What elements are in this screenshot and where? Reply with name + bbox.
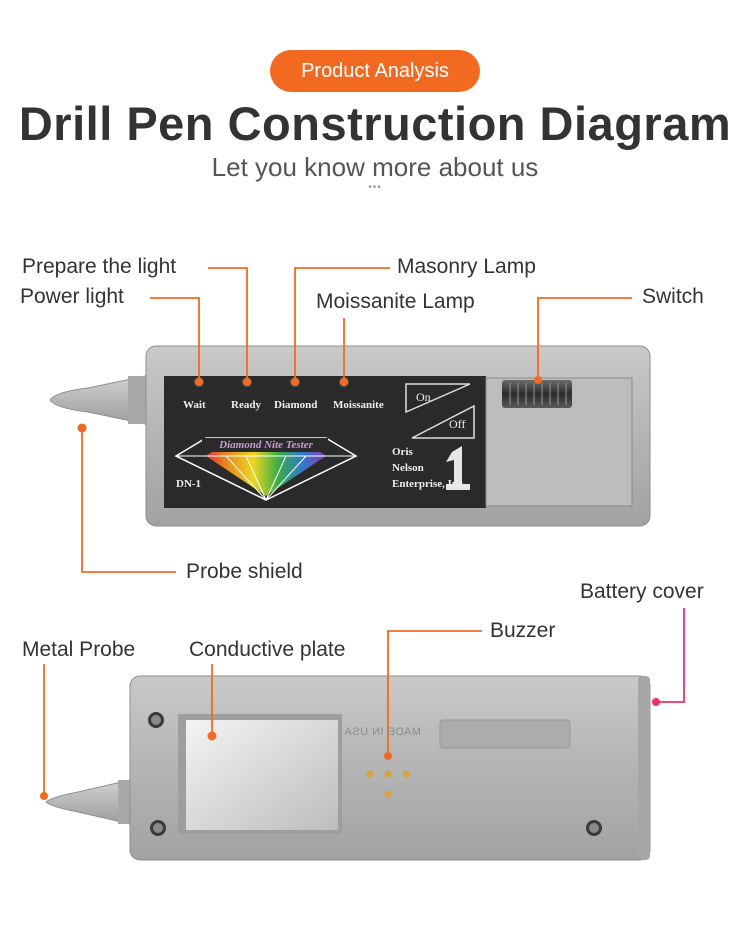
label-prepare-light: Prepare the light xyxy=(22,255,177,278)
line-power-light xyxy=(150,297,200,378)
maker-line-1: Oris xyxy=(392,446,413,458)
callout-dots xyxy=(40,376,542,800)
on-label: On xyxy=(416,390,431,404)
screw-top-left xyxy=(148,712,164,728)
maker-line-2: Nelson xyxy=(392,462,424,474)
line-switch xyxy=(537,297,632,380)
page-subtitle: Let you know more about us xyxy=(211,152,539,182)
product-analysis-badge: Product Analysis xyxy=(270,50,480,92)
line-probe-shield xyxy=(81,428,176,573)
device-back xyxy=(45,675,651,861)
brand-banner: Diamond Nite Tester xyxy=(219,439,313,451)
indicator-moissanite-label: Moissanite xyxy=(333,399,384,411)
diamond-graphic xyxy=(174,437,358,501)
battery-cover-edge xyxy=(638,676,650,860)
label-switch: Switch xyxy=(642,285,704,308)
page-title: Drill Pen Construction Diagram xyxy=(18,97,732,150)
label-moissanite-lamp: Moissanite Lamp xyxy=(316,290,475,313)
callout-lines xyxy=(43,267,632,796)
made-in-usa-label: MADE IN USA xyxy=(344,726,422,738)
indicator-ready-label: Ready xyxy=(231,399,261,411)
screw-bottom-right xyxy=(586,820,602,836)
label-masonry-lamp: Masonry Lamp xyxy=(397,255,536,278)
subtitle-dots: ••• xyxy=(368,182,382,193)
off-label: Off xyxy=(449,417,466,431)
brand-banner-bg xyxy=(202,438,328,452)
label-battery-cover: Battery cover xyxy=(580,580,704,603)
label-buzzer: Buzzer xyxy=(490,619,556,642)
metal-probe-tip xyxy=(45,779,131,825)
label-metal-probe: Metal Probe xyxy=(22,638,136,661)
line-masonry-lamp xyxy=(294,267,390,378)
line-prepare-light xyxy=(208,267,248,378)
indicator-wait-label: Wait xyxy=(183,399,206,411)
back-label-recess xyxy=(439,719,571,749)
label-power-light: Power light xyxy=(20,285,124,308)
probe-collar xyxy=(128,376,150,424)
switch-slider xyxy=(502,380,572,408)
line-battery-cover xyxy=(656,608,685,703)
model-label: DN-1 xyxy=(176,478,202,490)
label-conductive-plate: Conductive plate xyxy=(189,638,346,661)
device-front xyxy=(49,345,651,527)
off-arrow xyxy=(411,404,475,439)
maker-logo xyxy=(446,446,470,490)
indicator-diamond-label: Diamond xyxy=(274,399,318,411)
on-arrow xyxy=(405,383,471,414)
probe-shield xyxy=(49,374,151,426)
line-buzzer xyxy=(387,630,482,752)
label-probe-shield: Probe shield xyxy=(186,560,303,583)
maker-line-3: Enterprise, Inc. xyxy=(392,478,466,490)
screw-bottom-left xyxy=(150,820,166,836)
